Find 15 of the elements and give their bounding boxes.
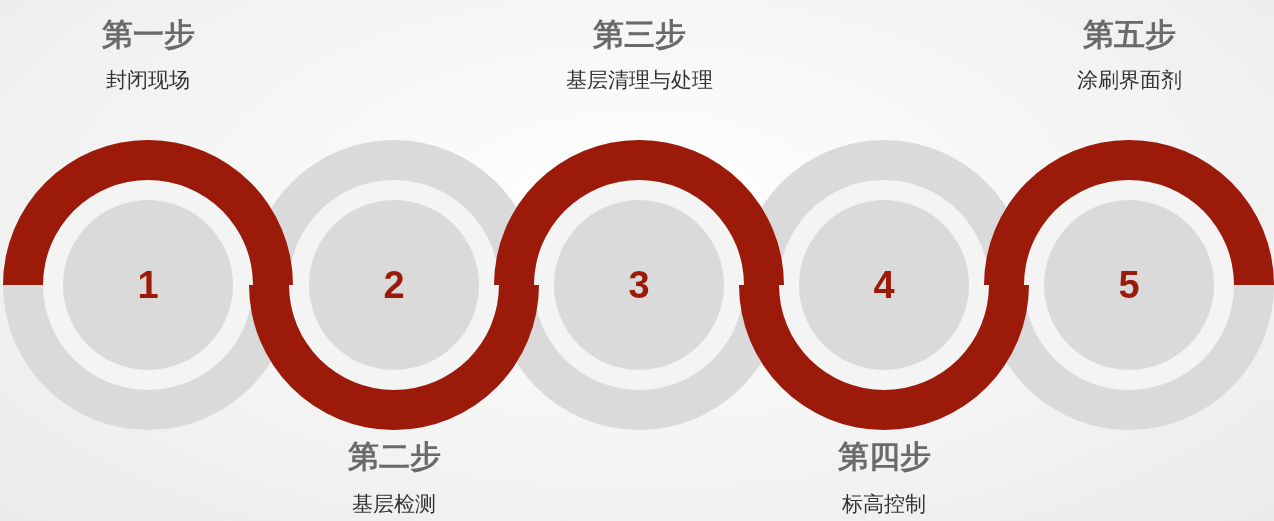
step-description: 封闭现场 [105, 67, 191, 94]
step-heading: 第四步 [836, 437, 932, 476]
step-heading: 第二步 [346, 437, 442, 476]
step-description: 基层检测 [351, 491, 437, 518]
step-description: 基层清理与处理 [564, 67, 714, 94]
step-description: 标高控制 [841, 491, 927, 518]
step-description: 涂刷界面剂 [1075, 67, 1183, 94]
step-heading: 第一步 [100, 15, 196, 54]
step-number: 1 [137, 263, 159, 307]
step-heading: 第三步 [591, 15, 687, 54]
step-number: 3 [628, 263, 650, 307]
step-number: 5 [1118, 263, 1140, 307]
step-heading: 第五步 [1081, 15, 1177, 54]
step-number: 2 [383, 263, 405, 307]
step-number: 4 [873, 263, 895, 307]
